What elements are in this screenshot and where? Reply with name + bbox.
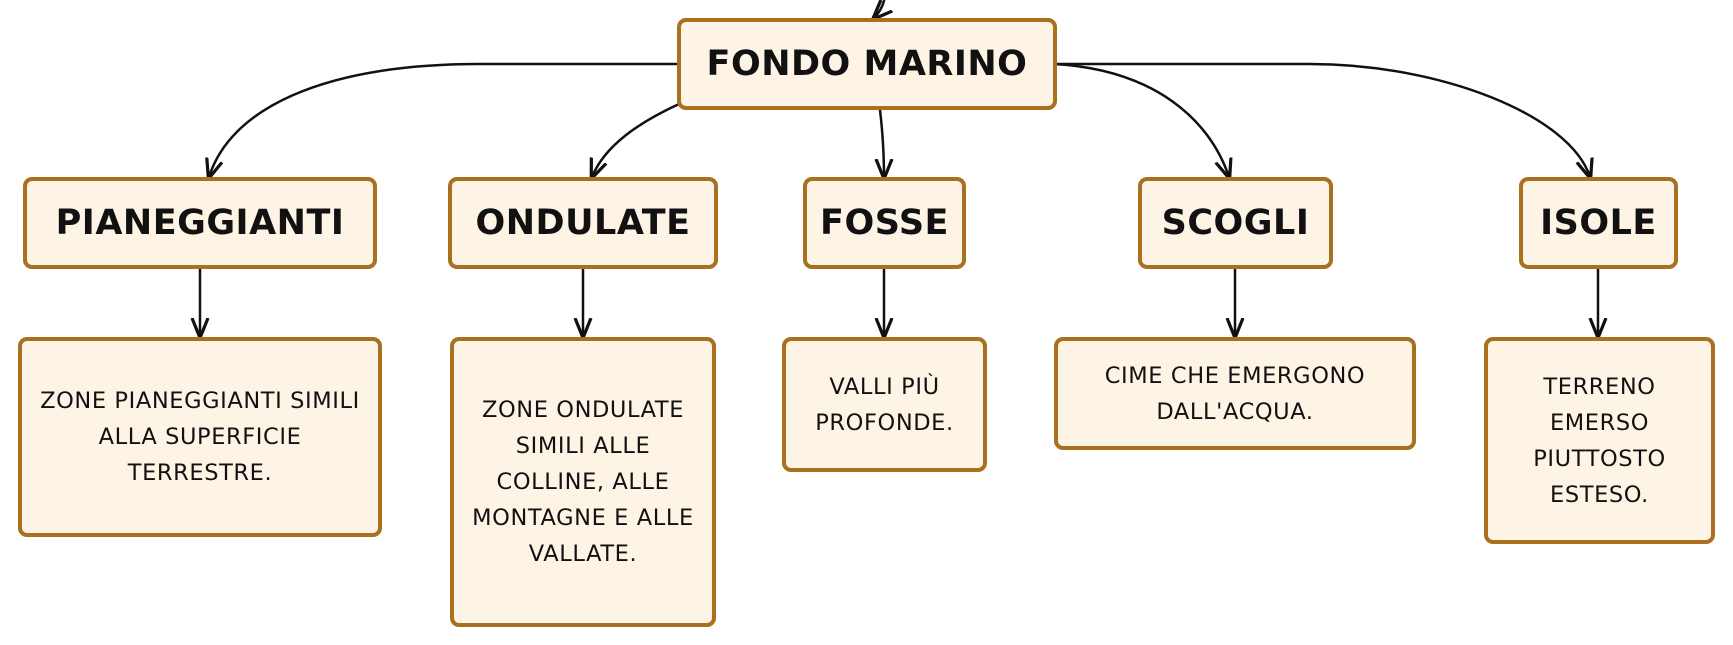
connector-root-fosse (880, 109, 884, 177)
description-node-pianeggianti: ZONE PIANEGGIANTI SIMILI ALLA SUPERFICIE… (18, 337, 382, 537)
description-text: VALLI PIÙ PROFONDE. (815, 373, 954, 436)
connector-root-ondulate (592, 102, 680, 177)
category-node-label: FOSSE (820, 203, 949, 243)
description-node-isole: TERRENO EMERSO PIUTTOSTO ESTESO. (1484, 337, 1715, 544)
category-node-ondulate: ONDULATE (448, 177, 718, 269)
category-node-label: SCOGLI (1161, 203, 1310, 243)
description-node-scogli: CIME CHE EMERGONO DALL'ACQUA. (1054, 337, 1416, 450)
category-node-isole: ISOLE (1519, 177, 1678, 269)
connector-root-scogli (1054, 62, 1229, 177)
description-node-ondulate: ZONE ONDULATE SIMILI ALLE COLLINE, ALLE … (450, 337, 716, 627)
connector-root-pianeggianti (209, 62, 679, 177)
incoming-connector (874, 0, 885, 18)
category-node-label: ISOLE (1540, 203, 1657, 243)
description-text: ZONE PIANEGGIANTI SIMILI ALLA SUPERFICIE… (40, 388, 360, 486)
description-text: TERRENO EMERSO PIUTTOSTO ESTESO. (1533, 373, 1666, 508)
root-node-label: FONDO MARINO (706, 44, 1028, 84)
category-node-label: ONDULATE (475, 203, 691, 243)
description-text: CIME CHE EMERGONO DALL'ACQUA. (1104, 362, 1366, 425)
root-node-fondo-marino: FONDO MARINO (677, 18, 1057, 110)
description-node-fosse: VALLI PIÙ PROFONDE. (782, 337, 987, 472)
category-node-label: PIANEGGIANTI (55, 203, 345, 243)
description-text: ZONE ONDULATE SIMILI ALLE COLLINE, ALLE … (472, 397, 694, 567)
category-node-fosse: FOSSE (803, 177, 966, 269)
connector-root-isole (1055, 62, 1590, 177)
category-node-pianeggianti: PIANEGGIANTI (23, 177, 377, 269)
category-node-scogli: SCOGLI (1138, 177, 1333, 269)
